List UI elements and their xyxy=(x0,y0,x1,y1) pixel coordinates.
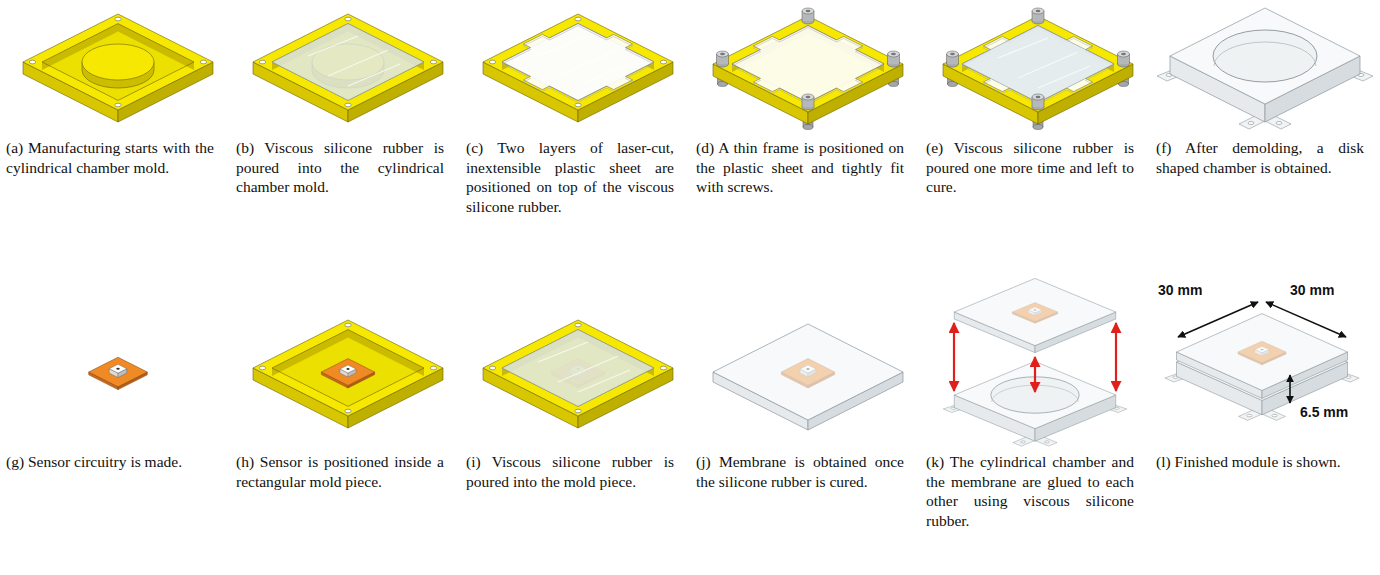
panel-caption: (h) Sensor is positioned inside a rectan… xyxy=(236,452,444,491)
panel-caption: (j) Membrane is obtained once the silico… xyxy=(696,452,904,491)
panel-caption: (b) Viscous silicone rubber is poured in… xyxy=(236,138,444,197)
panel-caption: (c) Two layers of laser-cut, inextensibl… xyxy=(466,138,674,216)
panel-caption: (f) After demolding, a disk shaped chamb… xyxy=(1156,138,1364,177)
panel-caption: (a) Manufacturing starts with the cylind… xyxy=(6,138,214,177)
panel-caption: (g) Sensor circuitry is made. xyxy=(6,452,214,472)
panel-caption: (k) The cylindrical chamber and the memb… xyxy=(926,452,1134,530)
panel-caption: (e) Viscous silicone rubber is poured on… xyxy=(926,138,1134,197)
membrane xyxy=(713,324,903,430)
framed-mold-with-screws xyxy=(713,8,903,130)
dimension-label: 30 mm xyxy=(1158,282,1202,298)
panel-caption: (d) A thin frame is positioned on the pl… xyxy=(696,138,904,197)
sensor-mold-poured xyxy=(483,320,673,428)
dimension-label: 6.5 mm xyxy=(1300,404,1348,420)
framed-mold-poured xyxy=(943,8,1133,130)
finished-module xyxy=(1165,302,1359,420)
dimension-label: 30 mm xyxy=(1290,282,1334,298)
plastic-sheet-layers xyxy=(483,14,673,122)
dimension-arrow xyxy=(1289,375,1291,403)
gluing-step xyxy=(943,278,1127,446)
sensor-circuit xyxy=(89,357,148,389)
dimension-arrow xyxy=(1266,302,1346,337)
disk-chamber xyxy=(1157,8,1373,129)
panel-caption: (i) Viscous silicone rubber is poured in… xyxy=(466,452,674,491)
sensor-in-mold xyxy=(253,320,443,428)
chamber-mold xyxy=(23,14,213,122)
panel-caption: (l) Finished module is shown. xyxy=(1156,452,1364,472)
mold-with-silicone xyxy=(253,14,443,122)
dimension-arrow xyxy=(1178,302,1258,337)
